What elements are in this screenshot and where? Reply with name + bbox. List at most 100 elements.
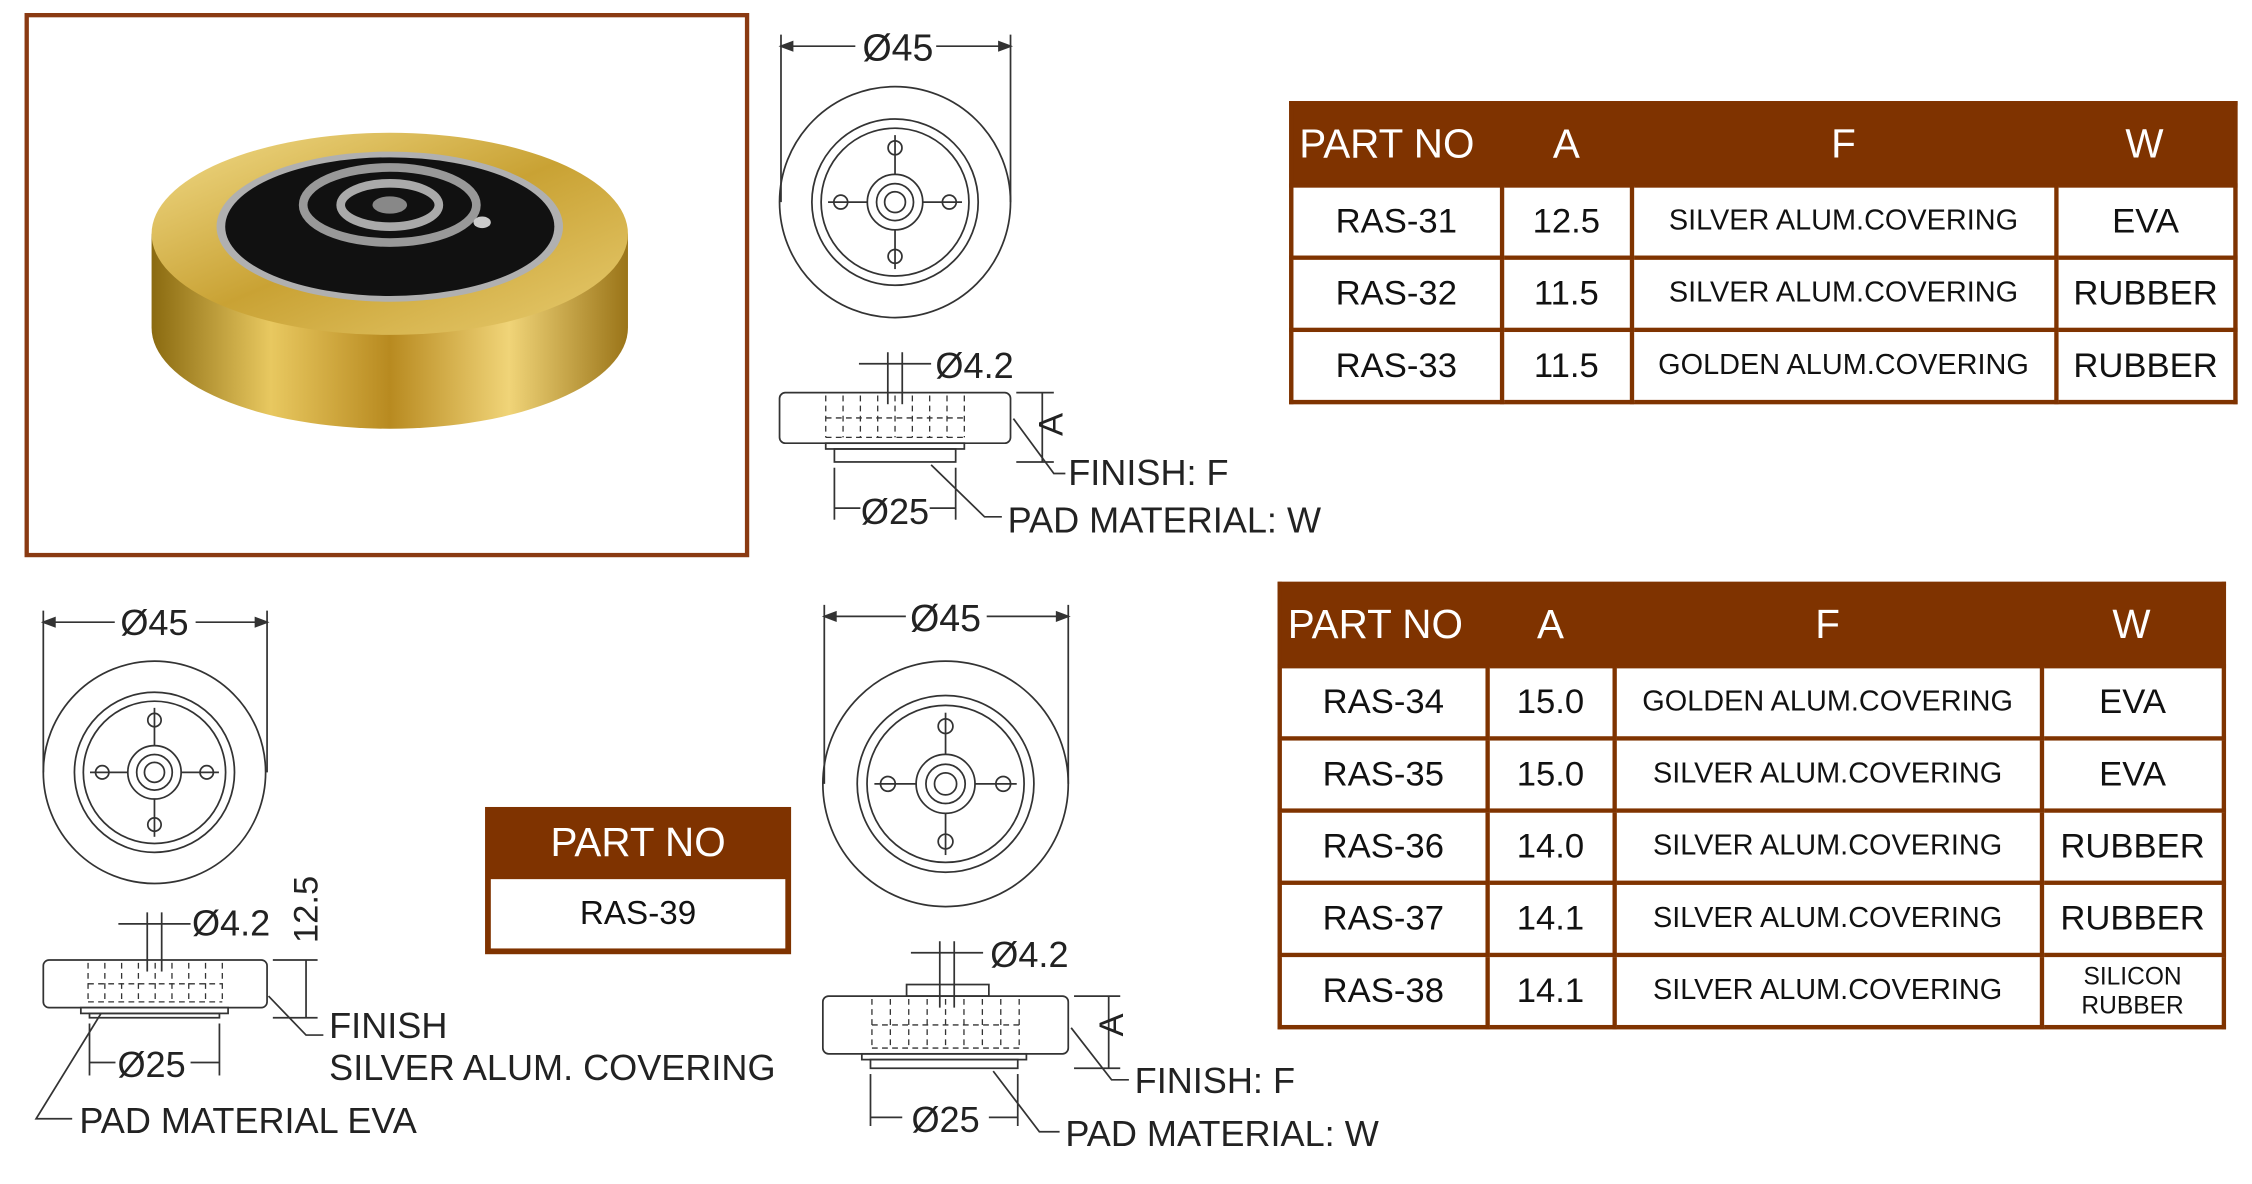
dim-outer-diameter: Ø45 <box>910 597 981 639</box>
pad-flange <box>824 442 966 450</box>
center-circle <box>933 771 958 796</box>
dim-height: A <box>1093 1013 1131 1037</box>
center-circle <box>915 753 976 815</box>
center-circle <box>883 190 907 214</box>
w-cell-line-1: SILICON <box>2083 962 2182 990</box>
center-circle <box>143 761 166 784</box>
leader-line <box>930 464 1002 518</box>
center-circle <box>126 744 183 800</box>
part-number-box: PART NO RAS-39 <box>485 806 792 955</box>
a-cell: 14.0 <box>1484 808 1617 885</box>
drawing-bottom <box>821 604 1129 1133</box>
a-cell: 14.1 <box>1484 880 1617 958</box>
header-part-no: PART NO <box>1299 121 1475 167</box>
dim-outer-diameter: Ø45 <box>862 27 933 69</box>
w-cell-line-2: RUBBER <box>2081 991 2184 1019</box>
dim-pad-diameter: Ø25 <box>117 1044 185 1085</box>
table-header: PART NO A F W <box>1280 584 2224 666</box>
part-no-cell: RAS-32 <box>1289 255 1504 333</box>
finish-label: FINISH <box>329 1005 447 1046</box>
arrowhead <box>40 616 270 628</box>
leader-line <box>1012 418 1066 475</box>
w-cell: EVA <box>2053 183 2238 260</box>
part-no-cell: RAS-36 <box>1277 808 1490 885</box>
pad-outline <box>88 1012 221 1019</box>
f-cell: SILVER ALUM.COVERING <box>1611 952 2044 1030</box>
center-circle <box>135 753 174 791</box>
f-cell: SILVER ALUM.COVERING <box>1629 183 2058 260</box>
part-no-cell: RAS-33 <box>1289 327 1504 405</box>
pad-material-label: PAD MATERIAL EVA <box>79 1100 416 1141</box>
pad-outline <box>833 448 957 463</box>
f-cell: SILVER ALUM.COVERING <box>1611 736 2044 813</box>
a-cell: 15.0 <box>1484 736 1617 813</box>
product-photo <box>24 12 750 558</box>
dim-pad-diameter: Ø25 <box>911 1099 979 1140</box>
pad-material-label: PAD MATERIAL: W <box>1008 500 1321 541</box>
header-w: W <box>2112 601 2151 647</box>
finish-label: FINISH: F <box>1068 452 1228 493</box>
a-cell: 11.5 <box>1499 255 1634 333</box>
pad-flange <box>860 1052 1028 1061</box>
w-cell: RUBBER <box>2039 808 2227 885</box>
part-no-cell: RAS-35 <box>1277 736 1490 813</box>
finish-label: FINISH: F <box>1135 1060 1295 1101</box>
center-circle <box>925 763 967 805</box>
w-cell: RUBBER <box>2053 327 2238 405</box>
header-f: F <box>1815 601 1840 647</box>
w-cell: EVA <box>2039 664 2227 741</box>
dim-hole-diameter: Ø4.2 <box>990 934 1068 975</box>
a-cell: 11.5 <box>1499 327 1634 405</box>
dim-pad-diameter: Ø25 <box>861 491 929 532</box>
outline-circle <box>821 660 1070 908</box>
center-circle <box>875 182 915 222</box>
w-cell: EVA <box>2039 736 2227 813</box>
f-cell: SILVER ALUM.COVERING <box>1611 808 2044 885</box>
ring-circle <box>856 694 1035 874</box>
part-no-cell: RAS-34 <box>1277 664 1490 741</box>
a-cell: 15.0 <box>1484 664 1617 741</box>
part-no-cell: RAS-37 <box>1277 880 1490 958</box>
ring-circle <box>811 118 980 287</box>
pad-material-label: PAD MATERIAL: W <box>1065 1113 1378 1154</box>
ring-circle <box>73 691 236 854</box>
f-cell: SILVER ALUM.COVERING <box>1629 255 2058 333</box>
leader-line <box>267 995 324 1036</box>
ring-circle <box>866 704 1025 864</box>
f-cell: SILVER ALUM.COVERING <box>1611 880 2044 958</box>
header-f: F <box>1831 121 1856 167</box>
a-cell: 14.1 <box>1484 952 1617 1030</box>
drawing-left <box>34 610 324 1120</box>
leader-line <box>1070 1027 1129 1081</box>
header-w: W <box>2125 121 2164 167</box>
center-circle <box>866 173 924 231</box>
pad-outline <box>869 1058 1019 1070</box>
header-a: A <box>1552 121 1580 167</box>
pad-flange <box>79 1006 229 1015</box>
dim-hole-diameter: Ø4.2 <box>935 345 1013 386</box>
part-no-cell: RAS-38 <box>1277 952 1490 1030</box>
finish-value: SILVER ALUM. COVERING <box>329 1047 775 1088</box>
boss-outline <box>905 983 990 997</box>
dim-height: 12.5 <box>288 876 326 943</box>
f-cell: GOLDEN ALUM.COVERING <box>1611 664 2044 741</box>
drawing-top <box>778 34 1066 520</box>
arrowhead <box>778 40 1013 52</box>
gold-isolation-foot-image <box>151 132 628 429</box>
dim-hole-diameter: Ø4.2 <box>192 902 270 943</box>
a-cell: 12.5 <box>1499 183 1634 260</box>
f-cell: GOLDEN ALUM.COVERING <box>1629 327 2058 405</box>
w-cell: RUBBER <box>2039 880 2227 958</box>
